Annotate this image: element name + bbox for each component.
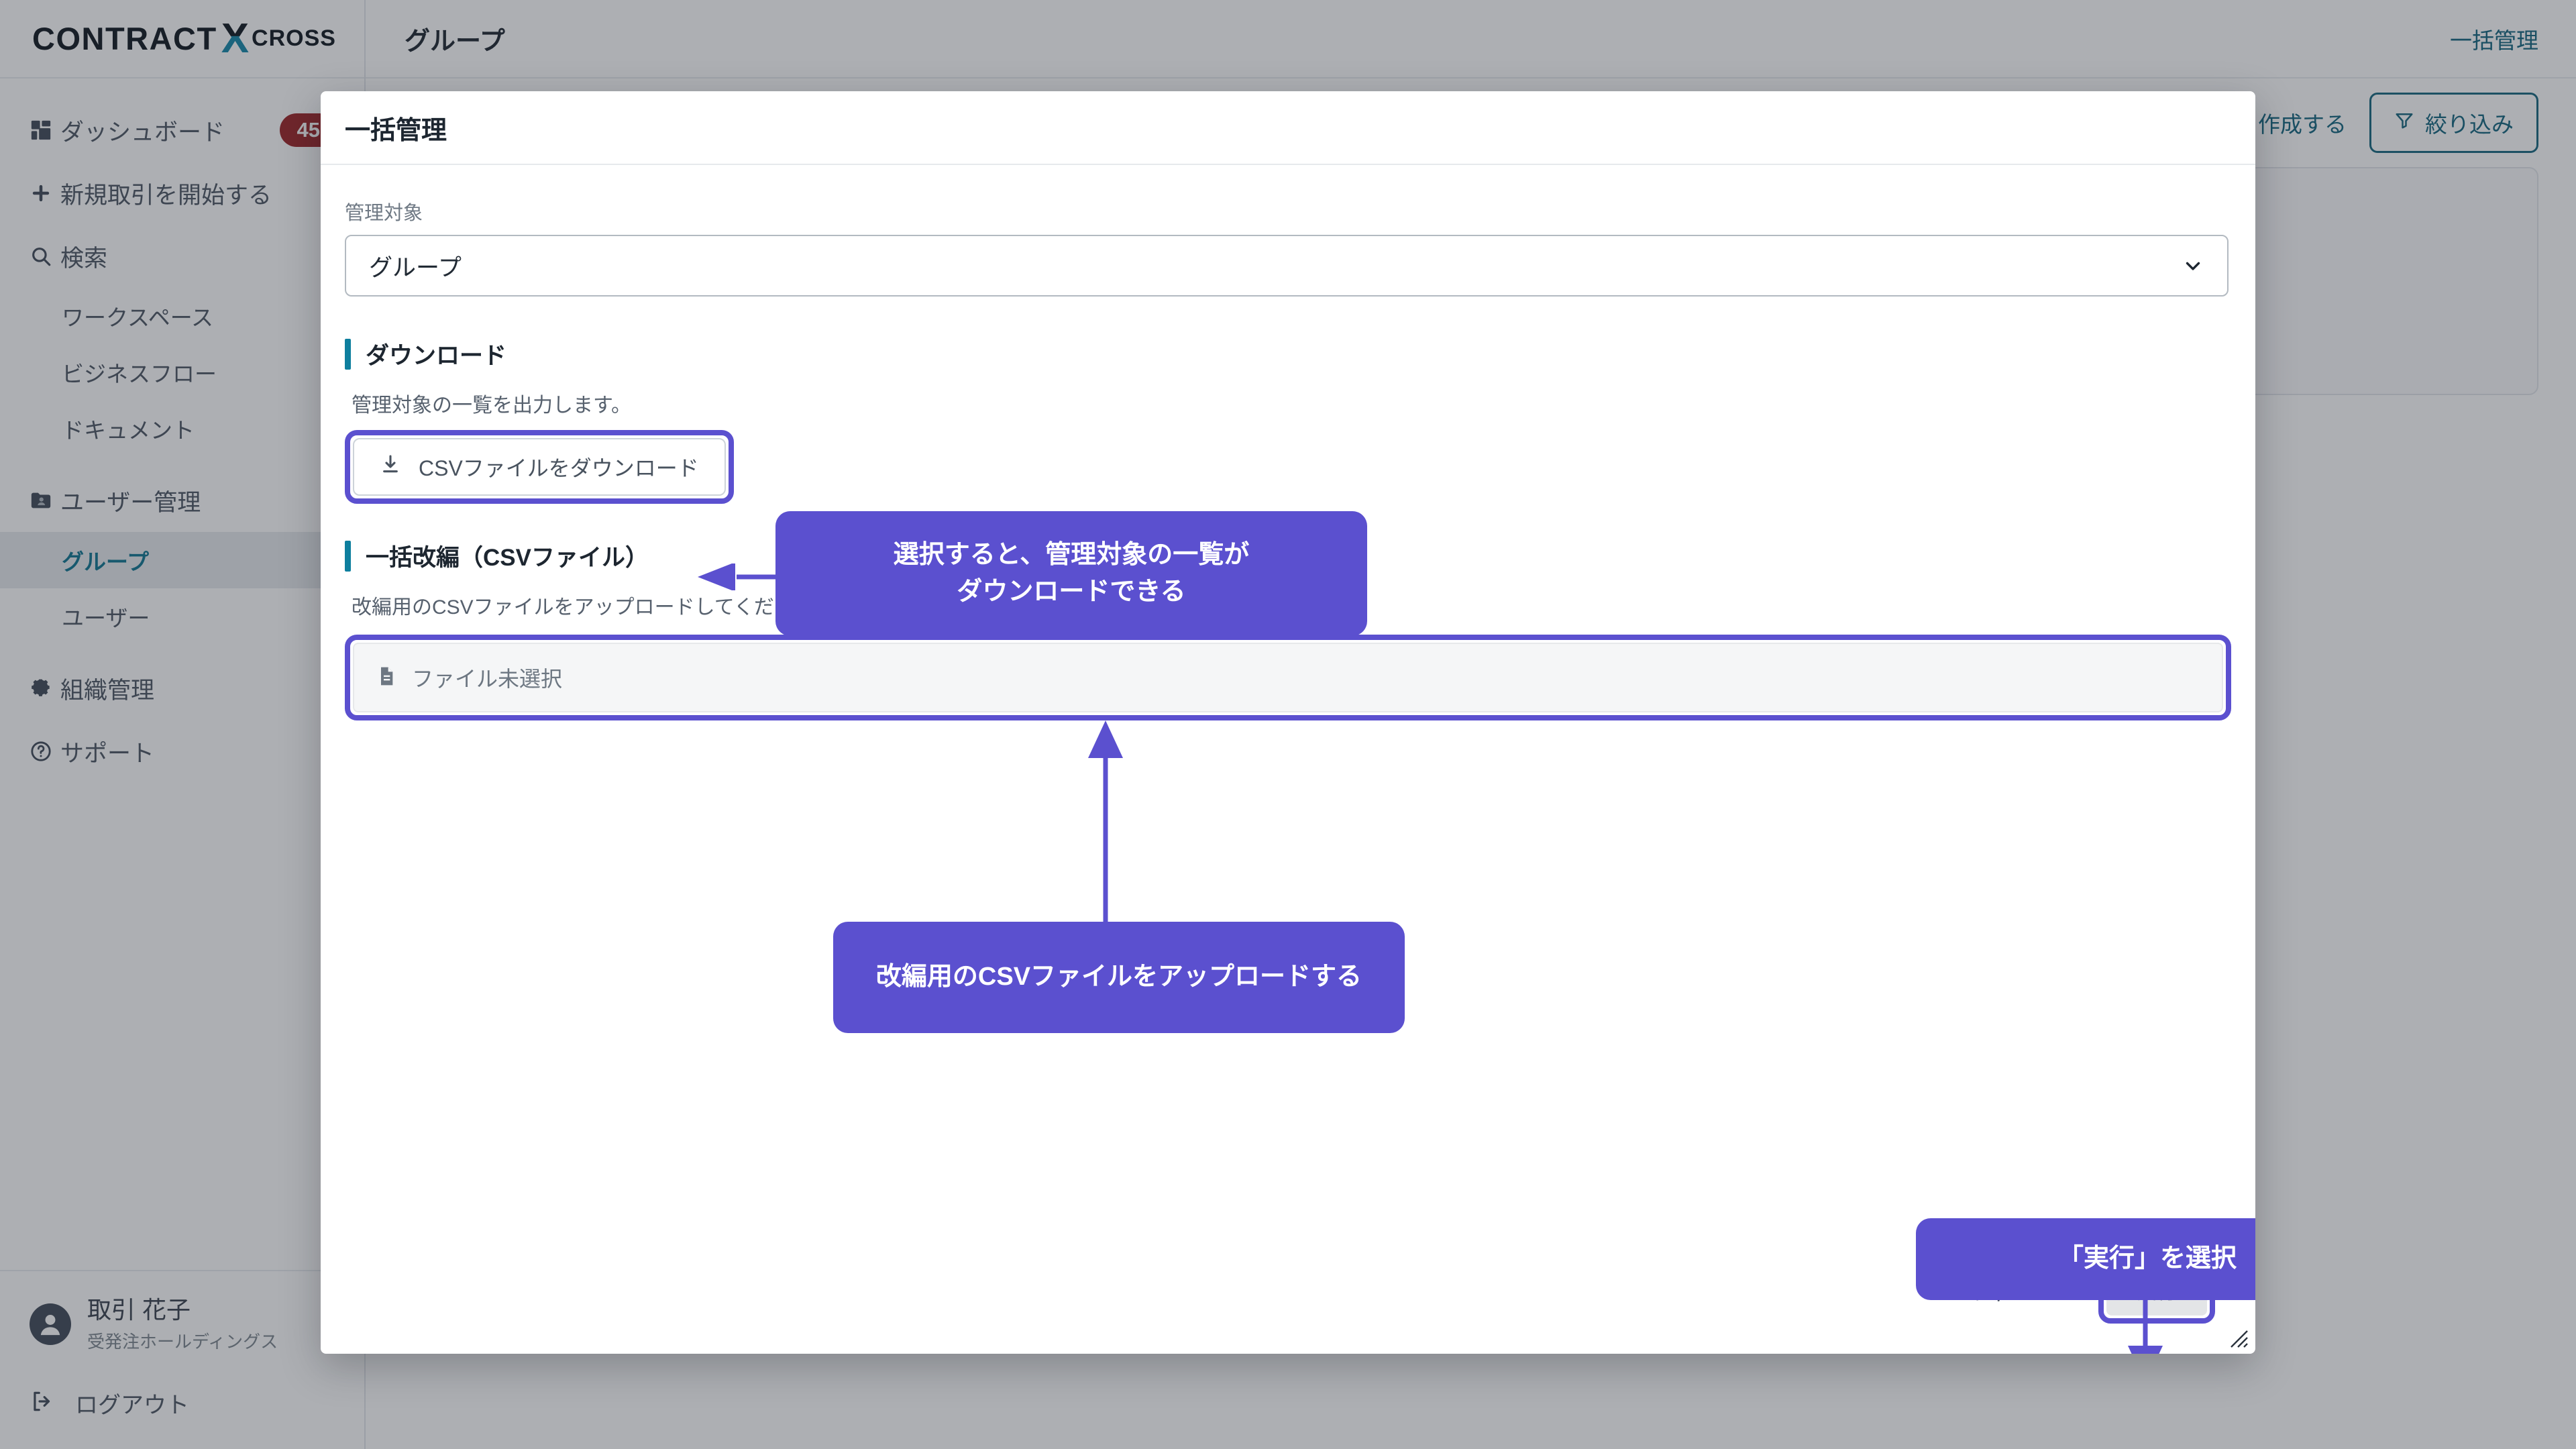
search-icon — [30, 245, 60, 268]
download-section-header: ダウンロード — [345, 337, 2231, 371]
download-section-title: ダウンロード — [366, 343, 507, 369]
download-callout-line1: 選択すると、管理対象の一覧が — [893, 540, 1250, 569]
bulk-management-link[interactable]: 一括管理 — [2450, 28, 2538, 53]
document-icon — [376, 665, 397, 690]
sidebar-footer: 取引 花子 受発注ホールディングス ログアウト — [0, 1269, 364, 1449]
grid-icon — [30, 119, 60, 142]
sidebar-item-label: 検索 — [60, 245, 108, 272]
sidebar-item-label: サポート — [60, 740, 155, 767]
file-dropzone[interactable]: ファイル未選択 — [353, 643, 2223, 712]
brand-area: CONTRACT X CROSS — [0, 0, 364, 78]
download-button-highlight: CSVファイルをダウンロード — [345, 430, 734, 504]
user-profile[interactable]: 取引 花子 受発注ホールディングス — [30, 1295, 335, 1353]
sidebar-item-document[interactable]: ドキュメント — [0, 400, 364, 457]
arrow-up-icon — [1088, 720, 1123, 927]
sidebar-item-business-flow[interactable]: ビジネスフロー — [0, 344, 364, 400]
upload-callout-line1: 改編用のCSVファイルをアップロードする — [875, 963, 1362, 991]
upload-section-title: 一括改編（CSVファイル） — [366, 545, 649, 571]
plus-icon — [30, 182, 60, 205]
sidebar-item-label: ユーザー管理 — [60, 489, 201, 516]
sidebar-subitem-label: グループ — [62, 549, 150, 574]
target-select-value: グループ — [369, 254, 462, 281]
logout-icon — [30, 1389, 55, 1417]
sidebar-item-label: ダッシュボード — [60, 119, 225, 146]
logo-text-cross: CROSS — [252, 25, 336, 51]
section-marker — [345, 338, 351, 370]
help-circle-icon — [30, 740, 60, 763]
sidebar-item-label: 新規取引を開始する — [60, 182, 272, 209]
gear-icon — [30, 677, 60, 700]
download-icon — [380, 453, 401, 480]
file-dropzone-label: ファイル未選択 — [412, 667, 563, 691]
logout-label: ログアウト — [75, 1393, 189, 1418]
filter-button[interactable]: 絞り込み — [2369, 93, 2538, 153]
download-csv-button[interactable]: CSVファイルをダウンロード — [353, 438, 726, 496]
download-callout: 選択すると、管理対象の一覧が ダウンロードできる — [775, 511, 1367, 636]
page-title: グループ — [405, 28, 505, 56]
logo-text-contract: CONTRACT — [32, 21, 217, 56]
target-field-label: 管理対象 — [345, 203, 423, 224]
chevron-down-icon — [2182, 254, 2204, 277]
funnel-icon — [2394, 110, 2414, 136]
folder-user-icon — [30, 489, 60, 512]
upload-callout: 改編用のCSVファイルをアップロードする — [833, 922, 1405, 1033]
download-csv-button-label: CSVファイルをダウンロード — [419, 456, 699, 480]
topbar: グループ 一括管理 — [366, 0, 2576, 78]
profile-name: 取引 花子 — [87, 1295, 191, 1324]
upload-section-description: 改編用のCSVファイルをアップロードしてください。 — [352, 596, 835, 619]
sidebar-item-support[interactable]: サポート — [0, 720, 364, 783]
execute-callout-line1: 「実行」を選択 — [2057, 1244, 2237, 1273]
sidebar-item-label: 組織管理 — [60, 677, 155, 704]
upload-section-header: 一括改編（CSVファイル） — [345, 539, 2231, 573]
sidebar-subitem-label: ワークスペース — [62, 305, 214, 330]
modal-header: 一括管理 — [321, 91, 2255, 165]
app-logo[interactable]: CONTRACT X CROSS — [32, 15, 336, 62]
resize-handle-icon[interactable] — [2222, 1322, 2249, 1348]
sidebar: CONTRACT X CROSS ダッシュボード 45 — [0, 0, 366, 1449]
file-dropzone-highlight: ファイル未選択 — [345, 635, 2231, 720]
modal-body: 管理対象 グループ ダウンロード 管理対象の一覧を出力します。 CSVファイルを… — [321, 165, 2255, 1354]
sidebar-item-users[interactable]: ユーザー — [0, 588, 364, 645]
target-select[interactable]: グループ — [345, 235, 2229, 297]
sidebar-item-workspace[interactable]: ワークスペース — [0, 288, 364, 344]
modal-title: 一括管理 — [345, 116, 447, 145]
sidebar-item-search[interactable]: 検索 — [0, 225, 364, 288]
bulk-management-modal: 一括管理 管理対象 グループ ダウンロード 管理対象の一覧を出力します。 — [321, 91, 2255, 1354]
section-marker — [345, 540, 351, 572]
sidebar-subitem-label: ビジネスフロー — [62, 362, 217, 386]
profile-org: 受発注ホールディングス — [87, 1332, 278, 1352]
download-section-description: 管理対象の一覧を出力します。 — [352, 394, 631, 417]
avatar — [30, 1303, 71, 1345]
logo-x-mark: X — [221, 15, 250, 62]
download-callout-line2: ダウンロードできる — [957, 578, 1186, 606]
filter-button-label: 絞り込み — [2425, 112, 2514, 137]
sidebar-item-new-transaction[interactable]: 新規取引を開始する — [0, 162, 364, 225]
sidebar-subitem-label: ドキュメント — [62, 418, 195, 443]
sidebar-item-groups[interactable]: グループ — [0, 532, 364, 588]
sidebar-nav: ダッシュボード 45 新規取引を開始する 検索 — [0, 78, 364, 1270]
sidebar-subitem-label: ユーザー — [62, 606, 150, 631]
sidebar-item-dashboard[interactable]: ダッシュボード 45 — [0, 99, 364, 162]
arrow-down-icon — [2128, 1297, 2163, 1354]
logout-button[interactable]: ログアウト — [30, 1387, 335, 1419]
execute-callout: 「実行」を選択 — [1916, 1218, 2255, 1300]
